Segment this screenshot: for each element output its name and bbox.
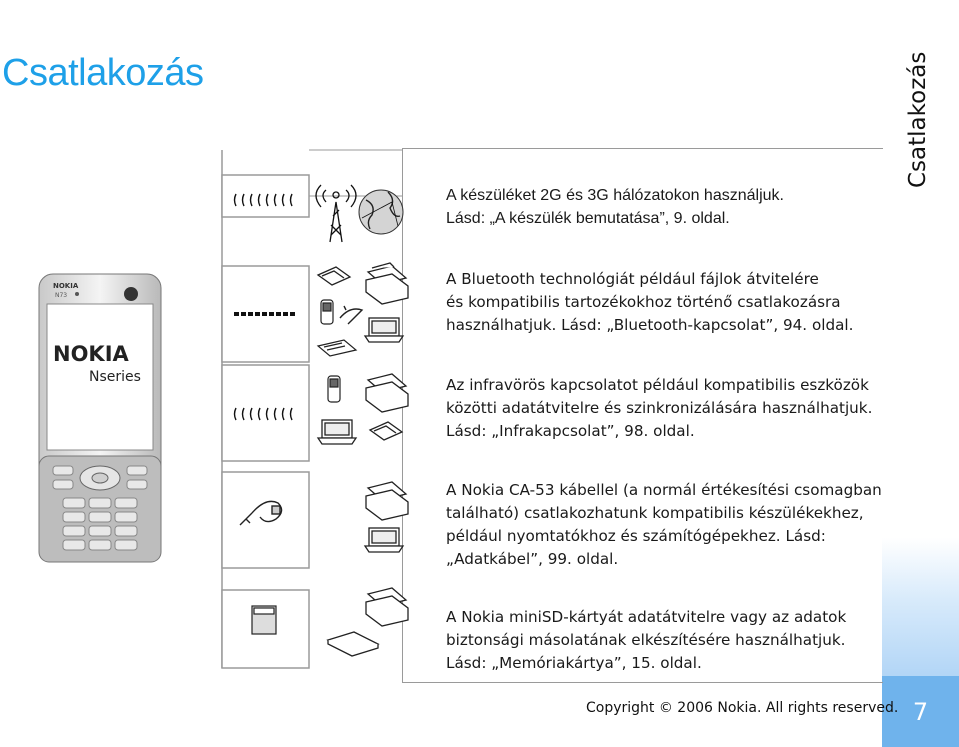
cable-icon [239,500,283,526]
wave-icon [233,193,293,207]
copyright-notice: Copyright © 2006 Nokia. All rights reser… [586,700,899,716]
section-memory: A Nokia miniSD-kártyát adatátvitelre vag… [446,606,876,675]
phone-small-brand: NOKIA [53,282,79,290]
connection-diagram [221,149,409,669]
printer-icon [365,262,409,305]
text-line: A Nokia miniSD-kártyát adatátvitelre vag… [446,608,847,626]
card-reader-icon [326,631,380,657]
text-line: A Nokia CA-53 kábellel (a normál értékes… [446,481,882,499]
laptop-icon [363,527,405,553]
content-frame [402,148,883,683]
globe-icon [358,189,404,235]
section-infrared: Az infravörös kapcsolatot például kompat… [446,374,876,443]
phone-icon [320,299,334,325]
cable-box [221,471,310,569]
keyboard-icon [316,339,358,357]
text-line: használhatjuk. Lásd: „Bluetooth-kapcsola… [446,316,854,334]
infrared-signal-icon [233,407,293,421]
text-line: A Bluetooth technológiát például fájlok … [446,270,819,288]
bluetooth-signal-icon [234,312,295,316]
printer-icon [365,587,409,627]
text-line: Lásd: „Infrakapcsolat”, 98. oldal. [446,422,695,440]
text-line: A készüléket 2G és 3G hálózatokon haszná… [446,187,784,204]
printer-icon [365,373,409,413]
network-box [221,174,310,218]
text-line: biztonsági másolatának elkészítésére has… [446,631,846,649]
page-title: Csatlakozás [2,52,204,94]
laptop-icon [363,317,405,343]
phone-brand: NOKIA [53,342,130,366]
infrared-box [221,364,310,462]
phone-model: N73 [55,292,67,299]
text-line: Lásd: „Memóriakártya”, 15. oldal. [446,654,702,672]
page-number: 7 [882,676,959,747]
side-tab [882,0,959,747]
text-line: Lásd: „A készülék bemutatása”, 9. oldal. [446,210,730,227]
text-line: „Adatkábel”, 99. oldal. [446,550,619,568]
text-line: Az infravörös kapcsolatot például kompat… [446,376,869,394]
section-network: A készüléket 2G és 3G hálózatokon haszná… [446,184,876,230]
memory-card-icon [368,421,404,441]
laptop-icon [316,419,358,445]
side-tab-label: Csatlakozás [905,51,931,188]
antenna-tower-icon [315,184,357,243]
text-line: található) csatlakozhatunk kompatibilis … [446,504,864,522]
section-cable: A Nokia CA-53 kábellel (a normál értékes… [446,479,882,571]
phone-illustration: NOKIA N73 NOKIA Nseries [38,273,162,563]
text-line: például nyomtatókhoz és számítógépekhez.… [446,527,826,545]
phone-icon [327,375,341,403]
phone-series: Nseries [89,369,141,385]
text-line: és kompatibilis tartozékokhoz történő cs… [446,293,841,311]
text-line: közötti adatátvitelre és szinkronizálásá… [446,399,873,417]
headset-icon [339,305,364,325]
memory-card-icon [316,266,352,286]
printer-icon [365,481,409,521]
minisd-card-icon [251,605,277,635]
section-bluetooth: A Bluetooth technológiát például fájlok … [446,268,876,337]
